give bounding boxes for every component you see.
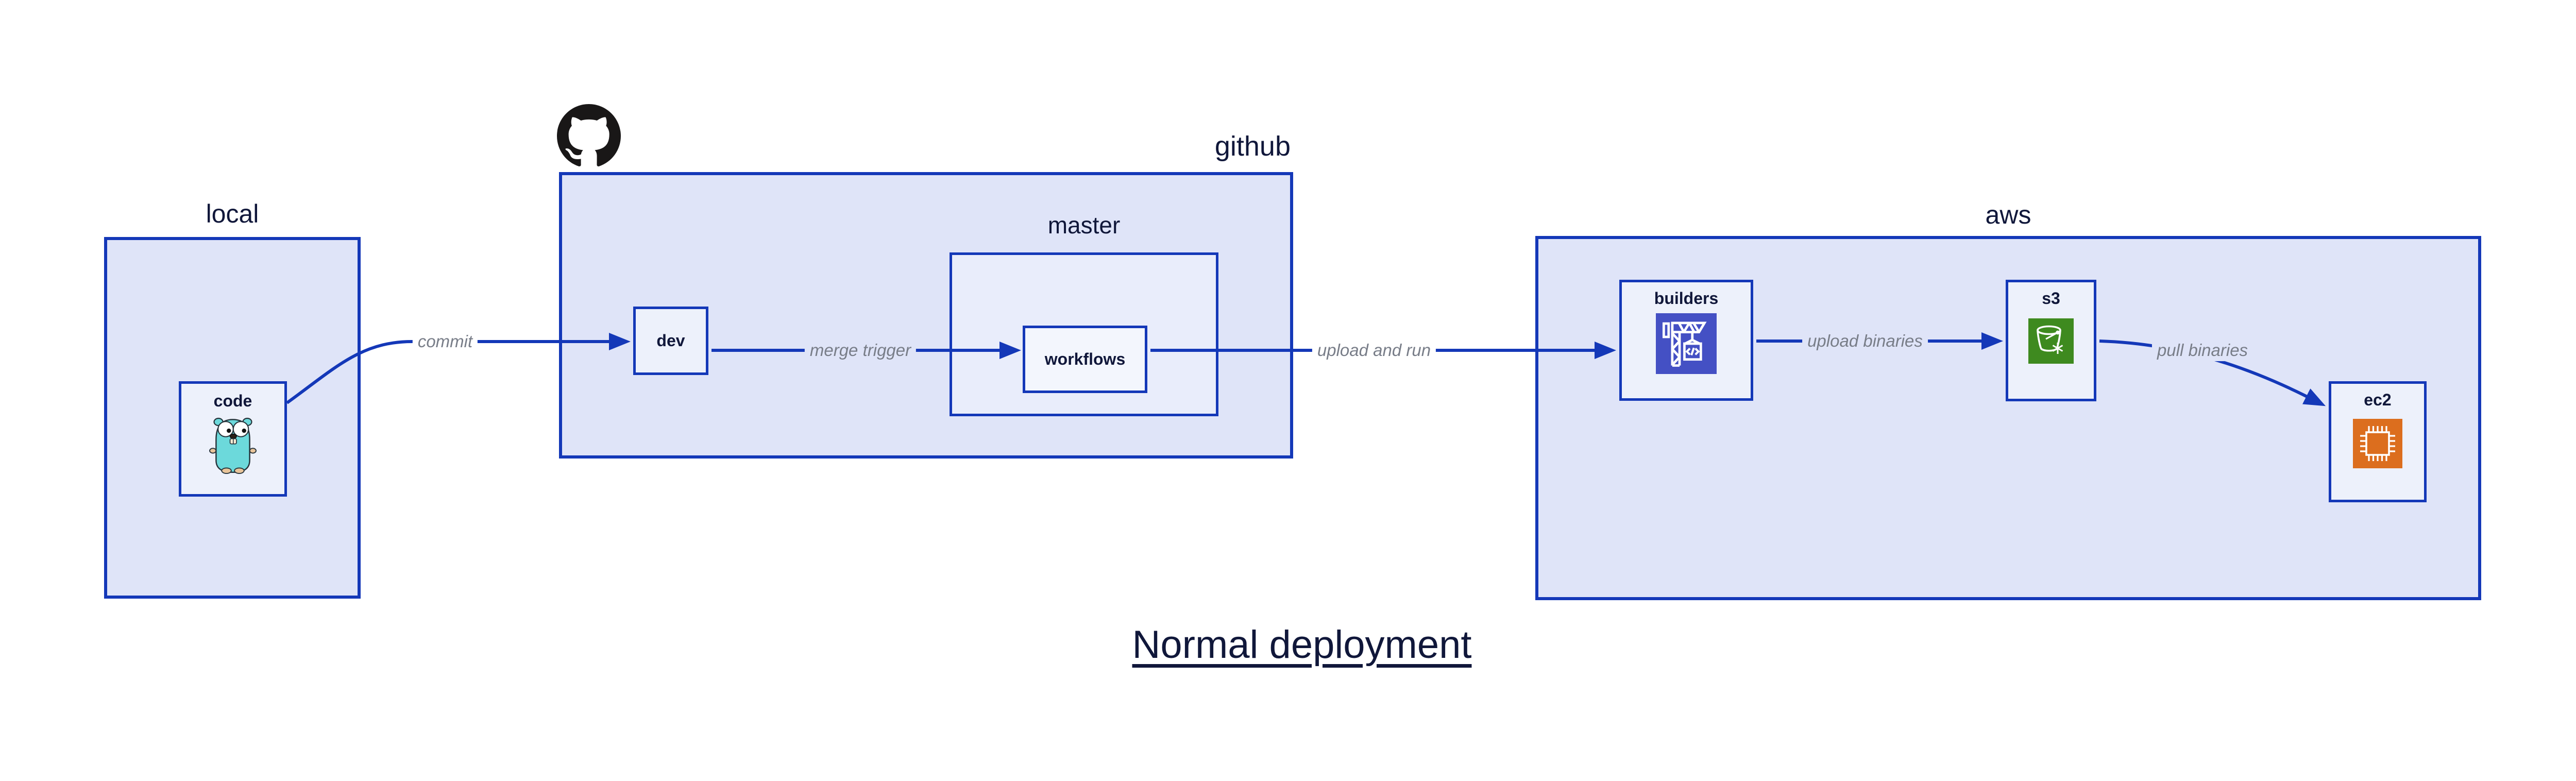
pull-binaries-edge-label: pull binaries	[2151, 339, 2253, 361]
upload-and-run-edge-label: upload and run	[1312, 339, 1436, 361]
merge-trigger-edge-label: merge trigger	[804, 339, 917, 361]
github-octocat-icon	[557, 104, 621, 166]
upload-binaries-edge-label: upload binaries	[1802, 330, 1928, 352]
aws-codebuild-icon	[1656, 313, 1717, 375]
code-node: code	[179, 381, 287, 497]
ec2-node: ec2	[2329, 381, 2427, 502]
master-branch-label: master	[1047, 212, 1121, 239]
s3-node: s3	[2006, 280, 2096, 401]
commit-edge-label: commit	[412, 331, 478, 352]
aws-ec2-chip-icon	[2353, 419, 2402, 469]
local-group-label: local	[206, 199, 259, 228]
commit-arrow	[286, 333, 631, 404]
aws-group-label: aws	[1985, 200, 2031, 229]
aws-s3-bucket-icon	[2028, 318, 2074, 364]
s3-node-label: s3	[2042, 289, 2060, 308]
dev-branch-node: dev	[633, 307, 708, 375]
diagram-title: Normal deployment	[1132, 623, 1472, 667]
dev-node-label: dev	[656, 331, 685, 350]
ec2-node-label: ec2	[2364, 390, 2392, 409]
workflows-node-label: workflows	[1044, 350, 1126, 369]
code-node-label: code	[213, 392, 252, 410]
go-gopher-icon	[209, 415, 257, 476]
github-group-label: github	[1214, 131, 1291, 162]
workflows-node: workflows	[1023, 326, 1147, 393]
builders-node: builders	[1619, 280, 1753, 401]
builders-node-label: builders	[1654, 289, 1719, 308]
